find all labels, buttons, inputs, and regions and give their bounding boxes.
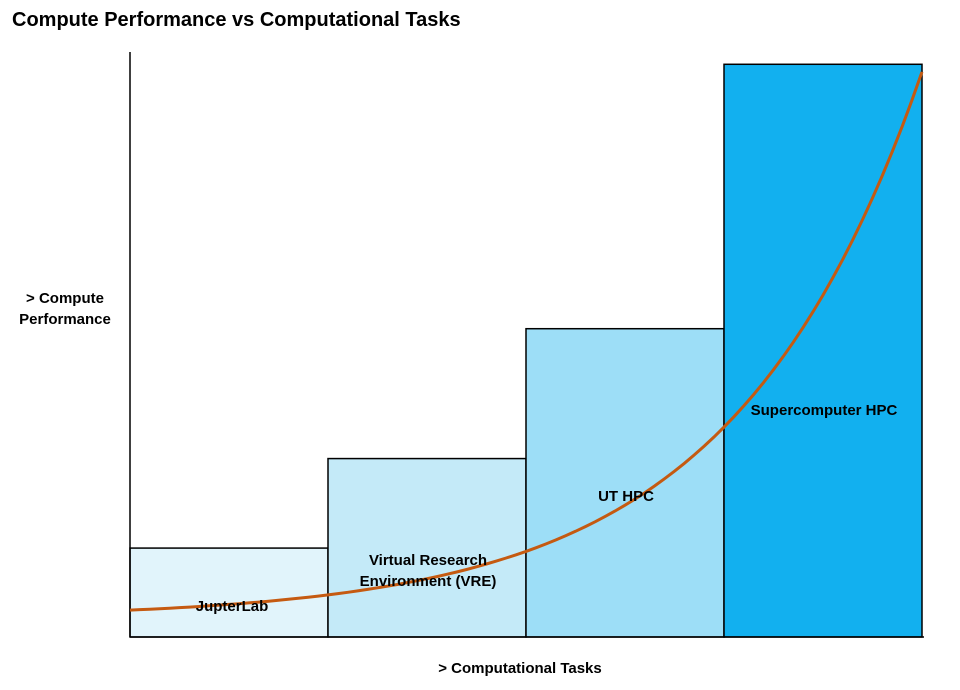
trend-curve: [129, 71, 924, 612]
tier-bar-jupterlab: [129, 547, 329, 638]
tier-bar-virtual-research-environment-vre: [327, 457, 527, 638]
tier-label-supercomputer-hpc: Supercomputer HPC: [751, 402, 898, 419]
x-axis-label: > Computational Tasks: [438, 660, 602, 677]
tier-label-ut-hpc: UT HPC: [598, 488, 654, 505]
tier-bar-ut-hpc: [525, 327, 725, 638]
tier-label-jupterlab: JupterLab: [196, 598, 269, 615]
page-title: Compute Performance vs Computational Tas…: [12, 9, 461, 31]
y-axis-label: > Compute Performance: [19, 290, 111, 328]
